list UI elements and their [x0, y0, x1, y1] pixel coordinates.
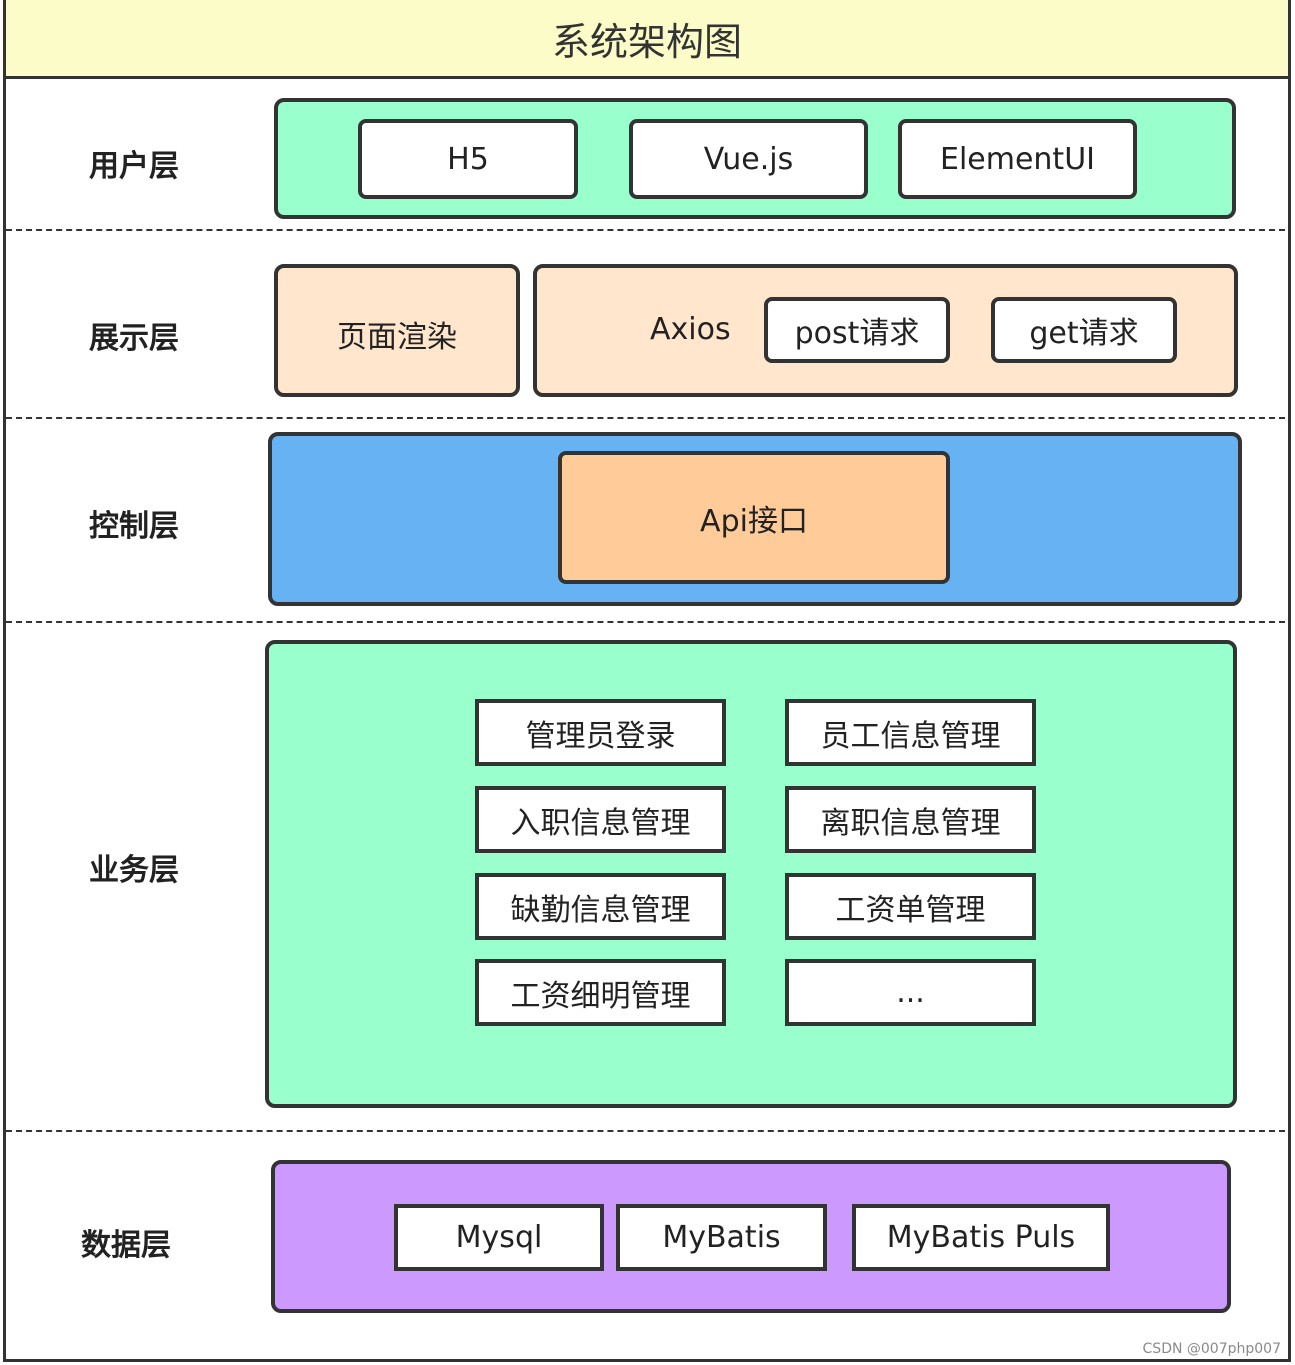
module-salary-details: 工资细明管理	[475, 959, 726, 1026]
data-item-mybatis: MyBatis	[616, 1204, 827, 1271]
module-onboarding-info: 入职信息管理	[475, 786, 726, 853]
user-item-vuejs: Vue.js	[629, 119, 868, 199]
watermark: CSDN @007php007	[1142, 1341, 1281, 1357]
axios-label: Axios	[650, 312, 731, 347]
data-item-mybatis-plus: MyBatis Puls	[852, 1204, 1110, 1271]
module-payroll: 工资单管理	[785, 873, 1036, 940]
module-absence-info: 缺勤信息管理	[475, 873, 726, 940]
presentation-layer-label: 展示层	[89, 321, 179, 356]
render-label: 页面渲染	[337, 320, 457, 355]
get-request-box: get请求	[991, 297, 1177, 363]
module-resignation-info: 离职信息管理	[785, 786, 1036, 853]
layer-divider	[6, 1130, 1285, 1132]
data-layer-label: 数据层	[81, 1228, 171, 1263]
module-admin-login: 管理员登录	[475, 699, 726, 766]
layer-divider	[6, 229, 1285, 231]
business-layer-label: 业务层	[89, 853, 179, 888]
render-panel	[274, 264, 520, 397]
control-layer-label: 控制层	[89, 509, 179, 544]
user-item-h5: H5	[358, 119, 578, 199]
post-request-box: post请求	[764, 297, 950, 363]
api-interface-box: Api接口	[558, 451, 950, 584]
data-item-mysql: Mysql	[394, 1204, 604, 1271]
diagram-title: 系统架构图	[3, 0, 1291, 79]
module-employee-info: 员工信息管理	[785, 699, 1036, 766]
layer-divider	[6, 621, 1285, 623]
module-more-ellipsis: ...	[785, 959, 1036, 1026]
user-layer-label: 用户层	[89, 149, 179, 184]
user-item-elementui: ElementUI	[898, 119, 1137, 199]
business-layer-panel	[265, 640, 1237, 1108]
layer-divider	[6, 417, 1285, 419]
